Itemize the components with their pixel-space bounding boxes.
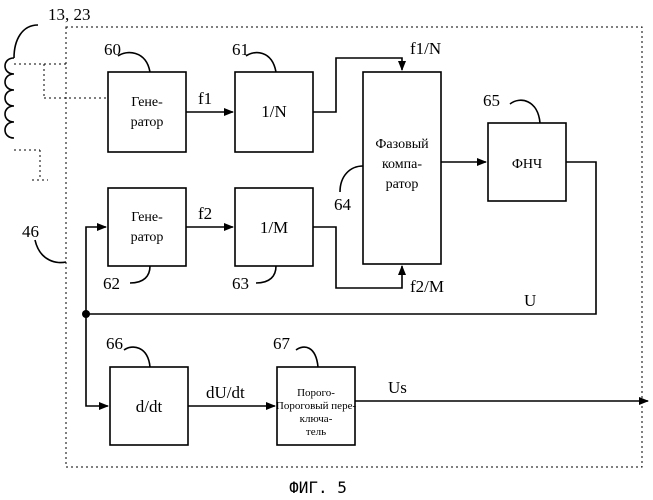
lpf-ref: 65: [483, 91, 500, 110]
threshold-switch-ref: 67: [273, 334, 291, 353]
node-ref: 46: [22, 222, 39, 241]
figure-caption: ФИГ. 5: [289, 478, 347, 497]
signal-f1n: f1/N: [410, 39, 441, 58]
signal-f2: f2: [198, 204, 212, 223]
generator-2-label-line1: Гене-: [131, 210, 163, 225]
threshold-switch-label-line3: ключа-: [300, 413, 333, 425]
phase-comparator-label-line2: компа-: [382, 157, 422, 172]
threshold-switch-label-line4: тель: [306, 426, 326, 438]
generator-1-ref: 60: [104, 40, 121, 59]
wire-feedback: [86, 227, 106, 314]
threshold-switch-label-line2: Пороговый пере-: [276, 400, 357, 412]
signal-u: U: [524, 291, 536, 310]
phase-comparator-label-line1: Фазовый: [375, 137, 429, 152]
divider-n-ref: 61: [232, 40, 249, 59]
coil-ref: 13, 23: [48, 5, 91, 24]
phase-comparator-label-line3: ратор: [386, 177, 419, 192]
divider-n-label: 1/N: [261, 102, 287, 121]
signal-us: Us: [388, 378, 407, 397]
lpf-label: ФНЧ: [512, 157, 542, 172]
coil-icon: [5, 25, 108, 180]
signal-f2m: f2/M: [410, 277, 444, 296]
generator-2-ref: 62: [103, 274, 120, 293]
signal-du: dU/dt: [206, 383, 245, 402]
threshold-switch-label-line1: Порого-: [297, 387, 335, 399]
signal-f1: f1: [198, 89, 212, 108]
divider-m-label: 1/M: [260, 218, 288, 237]
generator-1-label-line2: ратор: [131, 115, 164, 130]
divider-m-ref: 63: [232, 274, 249, 293]
generator-2-label-line2: ратор: [131, 230, 164, 245]
generator-1-block: [108, 72, 186, 152]
wire-to-derivative: [86, 314, 108, 406]
generator-1-label-line1: Гене-: [131, 95, 163, 110]
phase-comparator-ref: 64: [334, 195, 352, 214]
derivative-ref: 66: [106, 334, 123, 353]
derivative-label: d/dt: [136, 397, 163, 416]
generator-2-block: [108, 188, 186, 266]
